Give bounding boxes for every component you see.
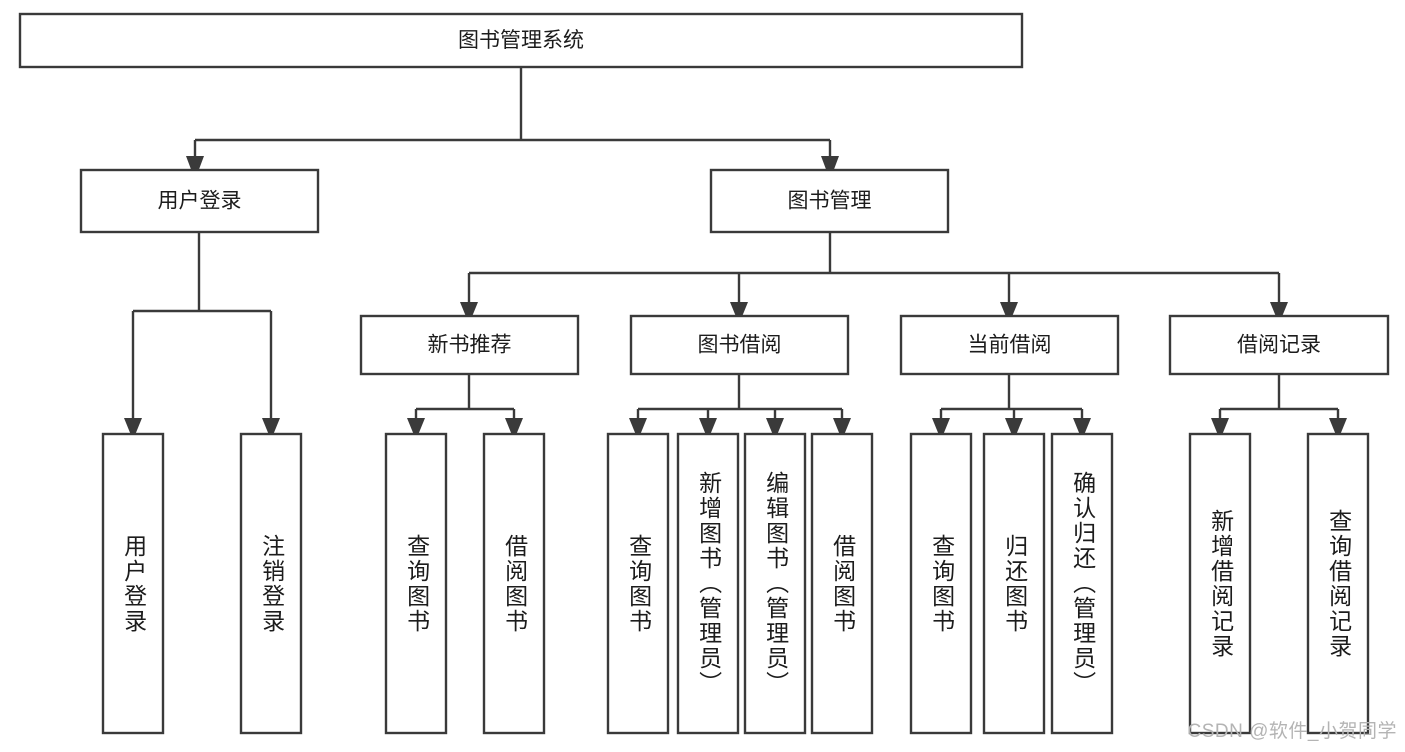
connector-userlogin-to-leaves	[131, 232, 273, 422]
arrow-icon	[833, 418, 851, 440]
node-level3-2[interactable]	[899, 314, 1120, 376]
node-root[interactable]	[18, 12, 1024, 69]
watermark-text: CSDN @软件_小贺同学	[1187, 721, 1397, 742]
node-leaf-7[interactable]	[810, 432, 874, 735]
connector-root-to-level2	[193, 67, 832, 158]
arrow-heads	[124, 156, 1347, 440]
node-level3-0[interactable]	[359, 314, 580, 376]
node-leaf-3[interactable]	[482, 432, 546, 735]
node-level2-1-label: 图书管理	[788, 190, 872, 213]
connector-record-to-leaves	[1218, 374, 1340, 422]
connector-lines	[131, 67, 1340, 422]
node-leaf-6[interactable]	[743, 432, 807, 735]
connector-current-to-leaves	[939, 374, 1084, 422]
arrow-icon	[1270, 302, 1288, 324]
connector-borrow-to-leaves	[636, 374, 844, 422]
node-leaf-4[interactable]	[606, 432, 670, 735]
node-leaf-12[interactable]	[1306, 432, 1370, 735]
arrow-icon	[730, 302, 748, 324]
node-leaf-8[interactable]	[909, 432, 973, 735]
arrow-icon	[407, 418, 425, 440]
arrow-icon	[1005, 418, 1023, 440]
arrow-icon	[821, 156, 839, 180]
node-leaf-0[interactable]	[101, 432, 165, 735]
arrow-icon	[932, 418, 950, 440]
connector-bookmgmt-to-level3	[467, 232, 1281, 304]
node-root-label: 图书管理系统	[458, 29, 584, 52]
node-level3-3[interactable]	[1168, 314, 1390, 376]
node-level2-0-label: 用户登录	[158, 190, 242, 213]
node-level3-3-label: 借阅记录	[1237, 334, 1321, 357]
node-level3-2-label: 当前借阅	[968, 334, 1052, 357]
node-boxes	[18, 12, 1390, 735]
node-leaf-9[interactable]	[982, 432, 1046, 735]
node-leaf-11[interactable]	[1188, 432, 1252, 735]
arrow-icon	[699, 418, 717, 440]
connector-newbook-to-leaves	[414, 374, 516, 422]
node-level2-0[interactable]	[79, 168, 320, 234]
node-level3-0-label: 新书推荐	[428, 334, 512, 357]
node-level3-1-label: 图书借阅	[698, 334, 782, 357]
arrow-icon	[124, 418, 142, 440]
arrow-icon	[505, 418, 523, 440]
arrow-icon	[629, 418, 647, 440]
node-leaf-5[interactable]	[676, 432, 740, 735]
node-leaf-2[interactable]	[384, 432, 448, 735]
arrow-icon	[1329, 418, 1347, 440]
node-leaf-1[interactable]	[239, 432, 303, 735]
node-leaf-10[interactable]	[1050, 432, 1114, 735]
arrow-icon	[1073, 418, 1091, 440]
arrow-icon	[1211, 418, 1229, 440]
node-level2-1[interactable]	[709, 168, 950, 234]
arrow-icon	[460, 302, 478, 324]
arrow-icon	[262, 418, 280, 440]
arrow-icon	[186, 156, 204, 180]
arrow-icon	[766, 418, 784, 440]
node-level3-1[interactable]	[629, 314, 850, 376]
arrow-icon	[1000, 302, 1018, 324]
